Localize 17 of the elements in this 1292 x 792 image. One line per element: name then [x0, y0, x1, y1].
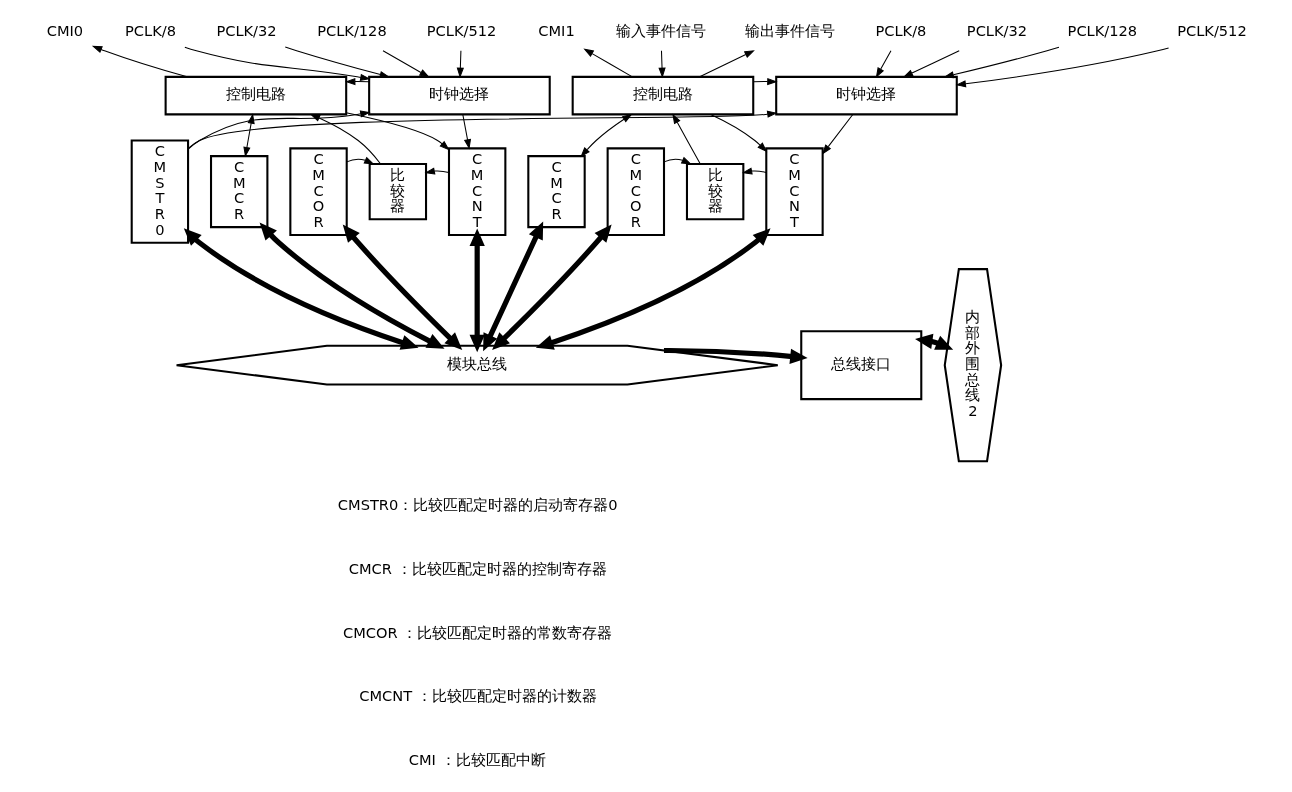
node-text: PCLK/128 [317, 21, 387, 39]
node-text: PCLK/512 [426, 21, 497, 39]
label: CMCOR ：比较匹配定时器的常数寄存器 [343, 623, 613, 641]
label: CMI ：比较匹配中断 [408, 750, 546, 768]
node-text: PCLK/8 [875, 21, 927, 39]
node-text: PCLK/32 [966, 21, 1028, 39]
node-text: 输出事件信号 [745, 21, 836, 39]
node-text: CMI1 [538, 21, 575, 39]
node-text: PCLK/8 [125, 21, 176, 39]
label: CMCR ：比较匹配定时器的控制寄存器 [348, 559, 607, 577]
label: CMSTR0：比较匹配定时器的启动寄存器0 [337, 495, 618, 513]
node-text: CMI0 [46, 21, 84, 39]
node-text: PCLK/32 [216, 21, 277, 39]
node-text: PCLK/128 [1067, 21, 1138, 39]
node-text: 输入事件信号 [615, 21, 706, 39]
node-text: PCLK/512 [1177, 21, 1247, 39]
label: CMCNT ：比较匹配定时器的计数器 [359, 686, 597, 704]
